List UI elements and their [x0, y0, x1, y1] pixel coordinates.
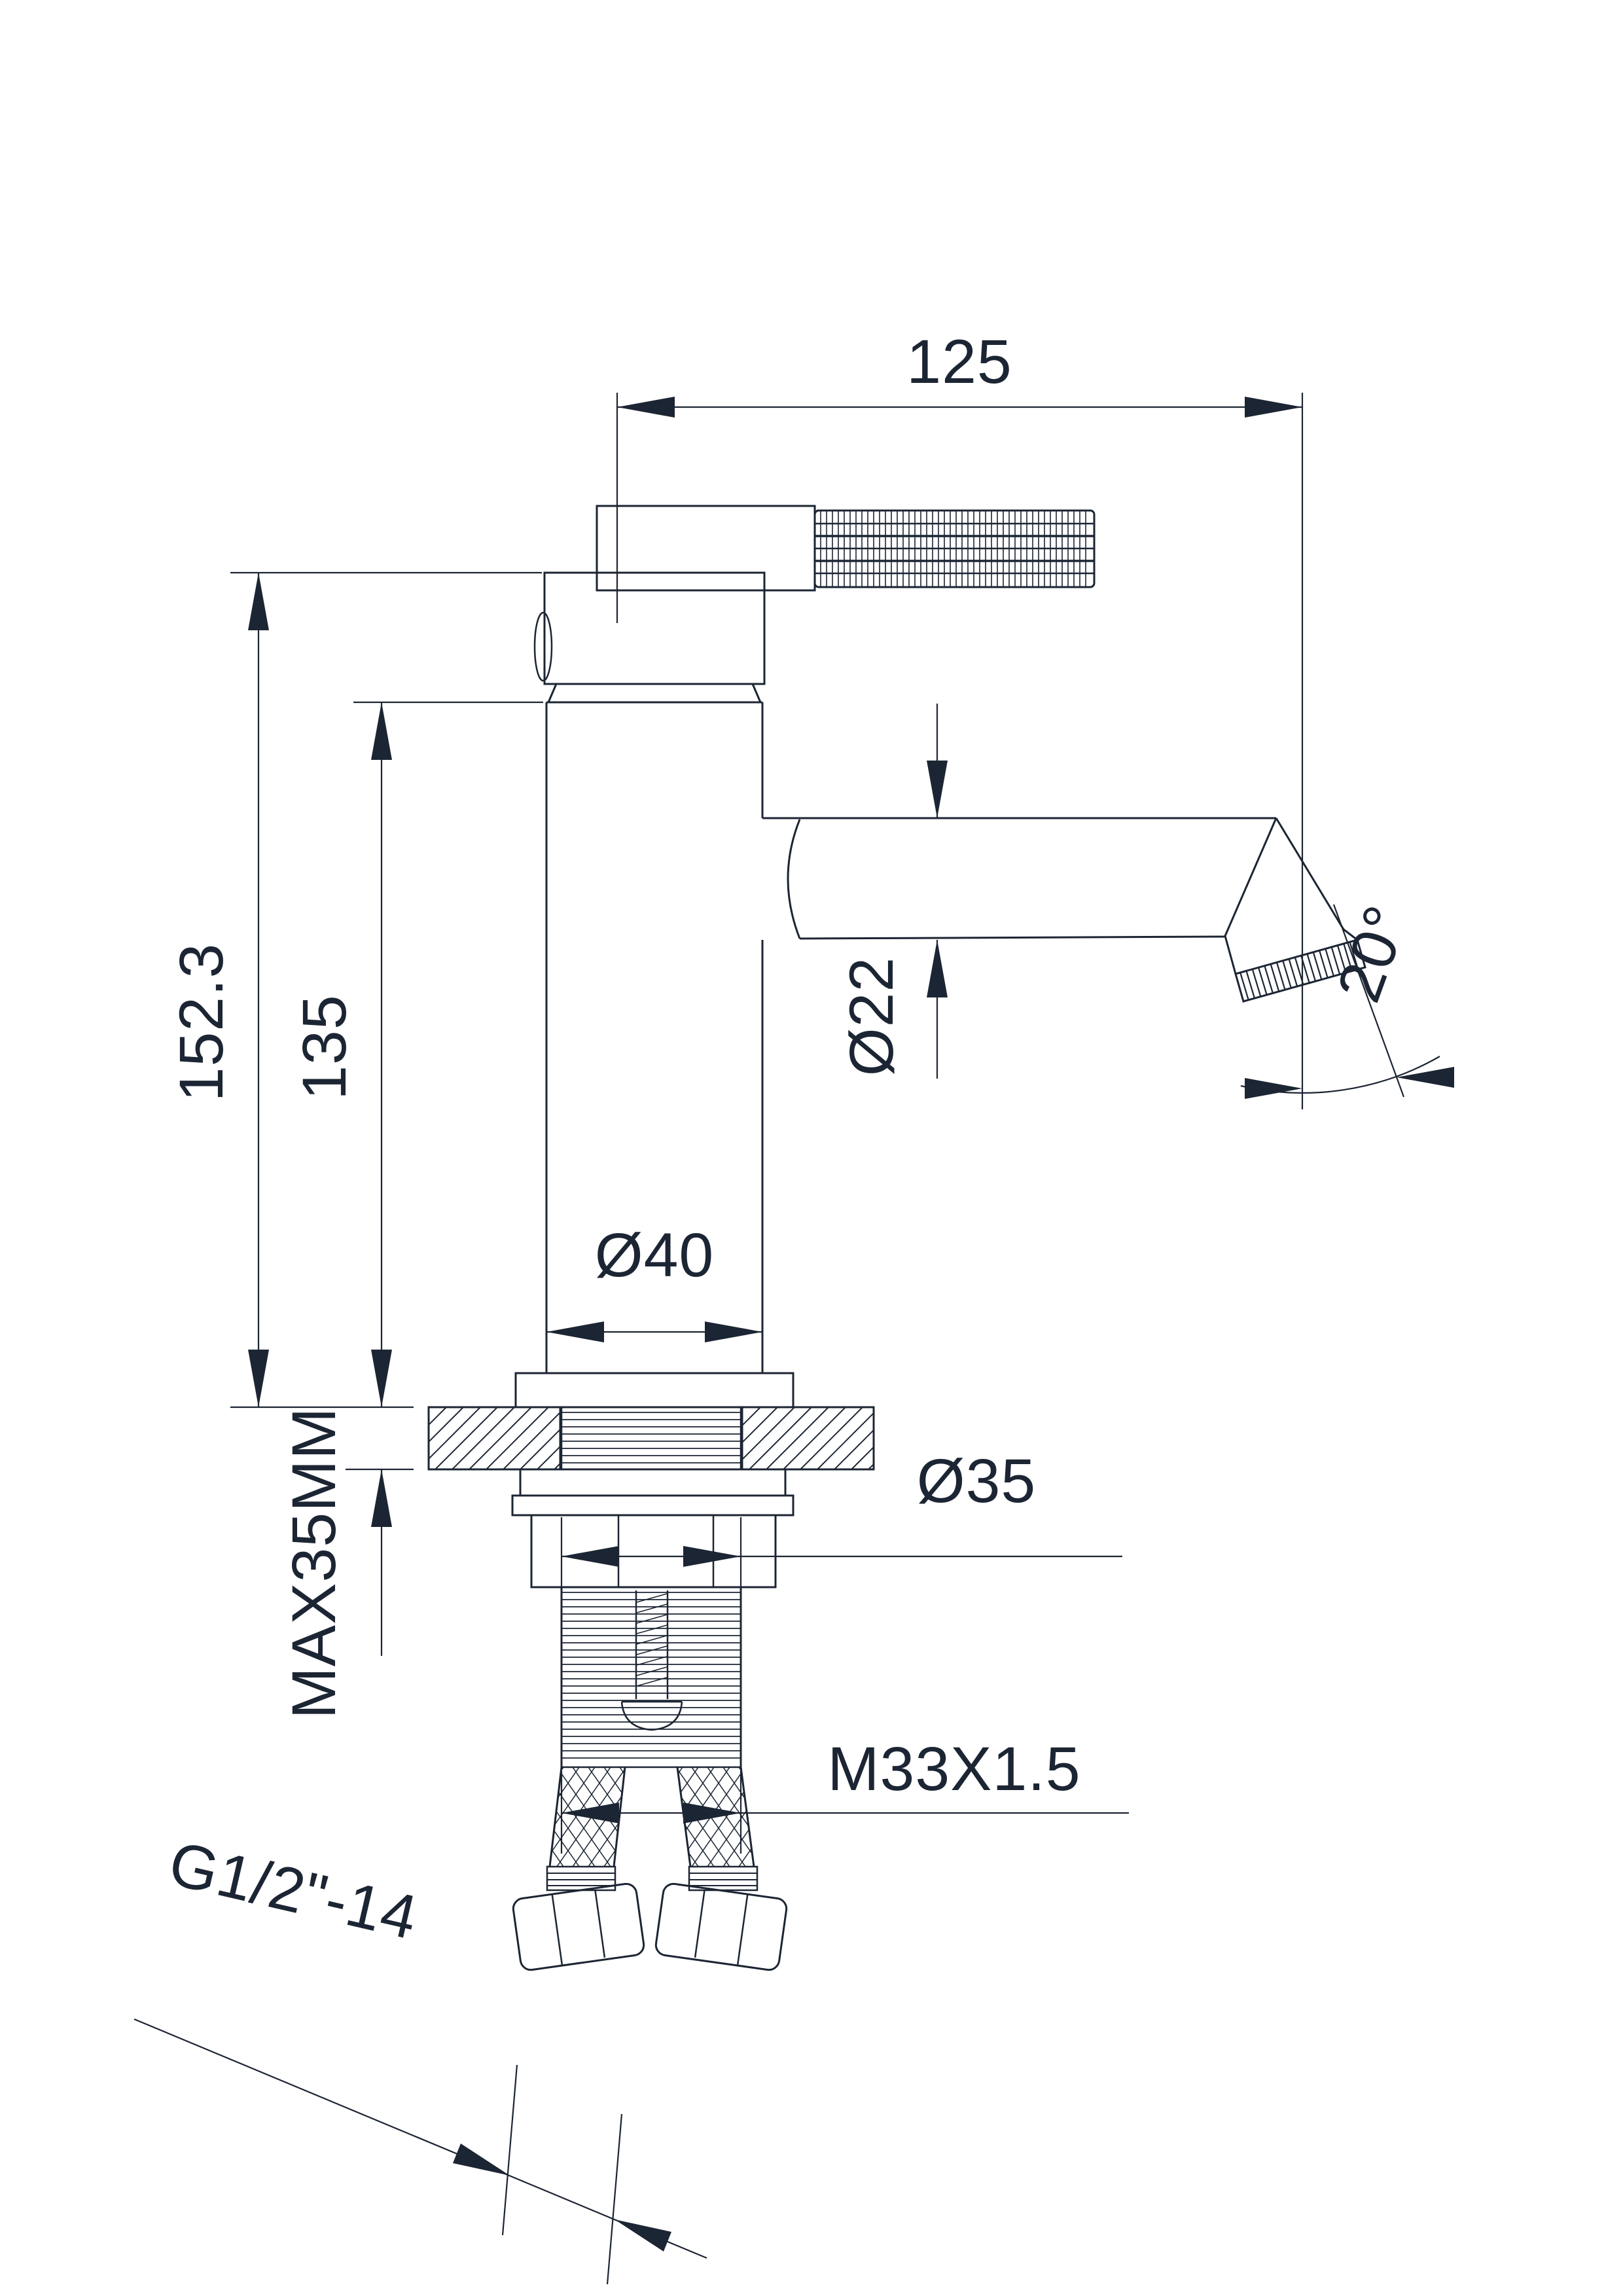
faucet-handle: [596, 505, 1096, 592]
countertop-right: [741, 1406, 875, 1471]
dim-hole-diameter-35: Ø35: [560, 1446, 1122, 1594]
dim-body-height-135: 135: [230, 701, 543, 1408]
dim-reach-125: 125: [616, 327, 1304, 1109]
handle-grip-ridges: [815, 522, 1094, 575]
dim-label-dia22: Ø22: [837, 957, 906, 1077]
faucet-spout: [762, 817, 1366, 1003]
aerator: [1234, 939, 1366, 1003]
valve-body-cap: [533, 571, 766, 704]
spout-root-fillet: [787, 819, 801, 939]
aerator-knurling: [1240, 942, 1359, 1000]
countertop-left: [427, 1406, 562, 1471]
threaded-shank: [560, 1587, 742, 1768]
shank-through-deck: [560, 1407, 742, 1469]
faucet-column: [545, 702, 764, 1373]
dim-label-max35mm: MAX35MM: [279, 1407, 349, 1719]
supply-hose-left: [548, 1767, 626, 1867]
dim-label-m33x1-5: M33X1.5: [827, 1734, 1080, 1804]
dim-spout-diameter-22: Ø22: [837, 704, 948, 1079]
dim-deck-max-thickness: MAX35MM: [279, 1407, 414, 1719]
base-flange: [514, 1372, 794, 1408]
dim-shank-thread-m33: M33X1.5: [560, 1734, 1129, 1854]
popup-rod: [620, 1590, 683, 1731]
dim-body-diameter-40: Ø40: [546, 1221, 762, 1342]
dim-label-dia40: Ø40: [595, 1221, 715, 1290]
hose-ferrule-left: [546, 1865, 616, 1892]
dim-label-125: 125: [906, 327, 1012, 397]
dim-overall-height-152-3: 152.3: [167, 571, 542, 1407]
dim-label-152-3: 152.3: [167, 943, 236, 1102]
dim-label-dia35: Ø35: [917, 1446, 1037, 1516]
hose-nut-right: [654, 1882, 788, 1971]
hose-nut-left: [512, 1882, 645, 1971]
dim-label-135: 135: [290, 994, 359, 1100]
set-screw: [533, 611, 553, 682]
